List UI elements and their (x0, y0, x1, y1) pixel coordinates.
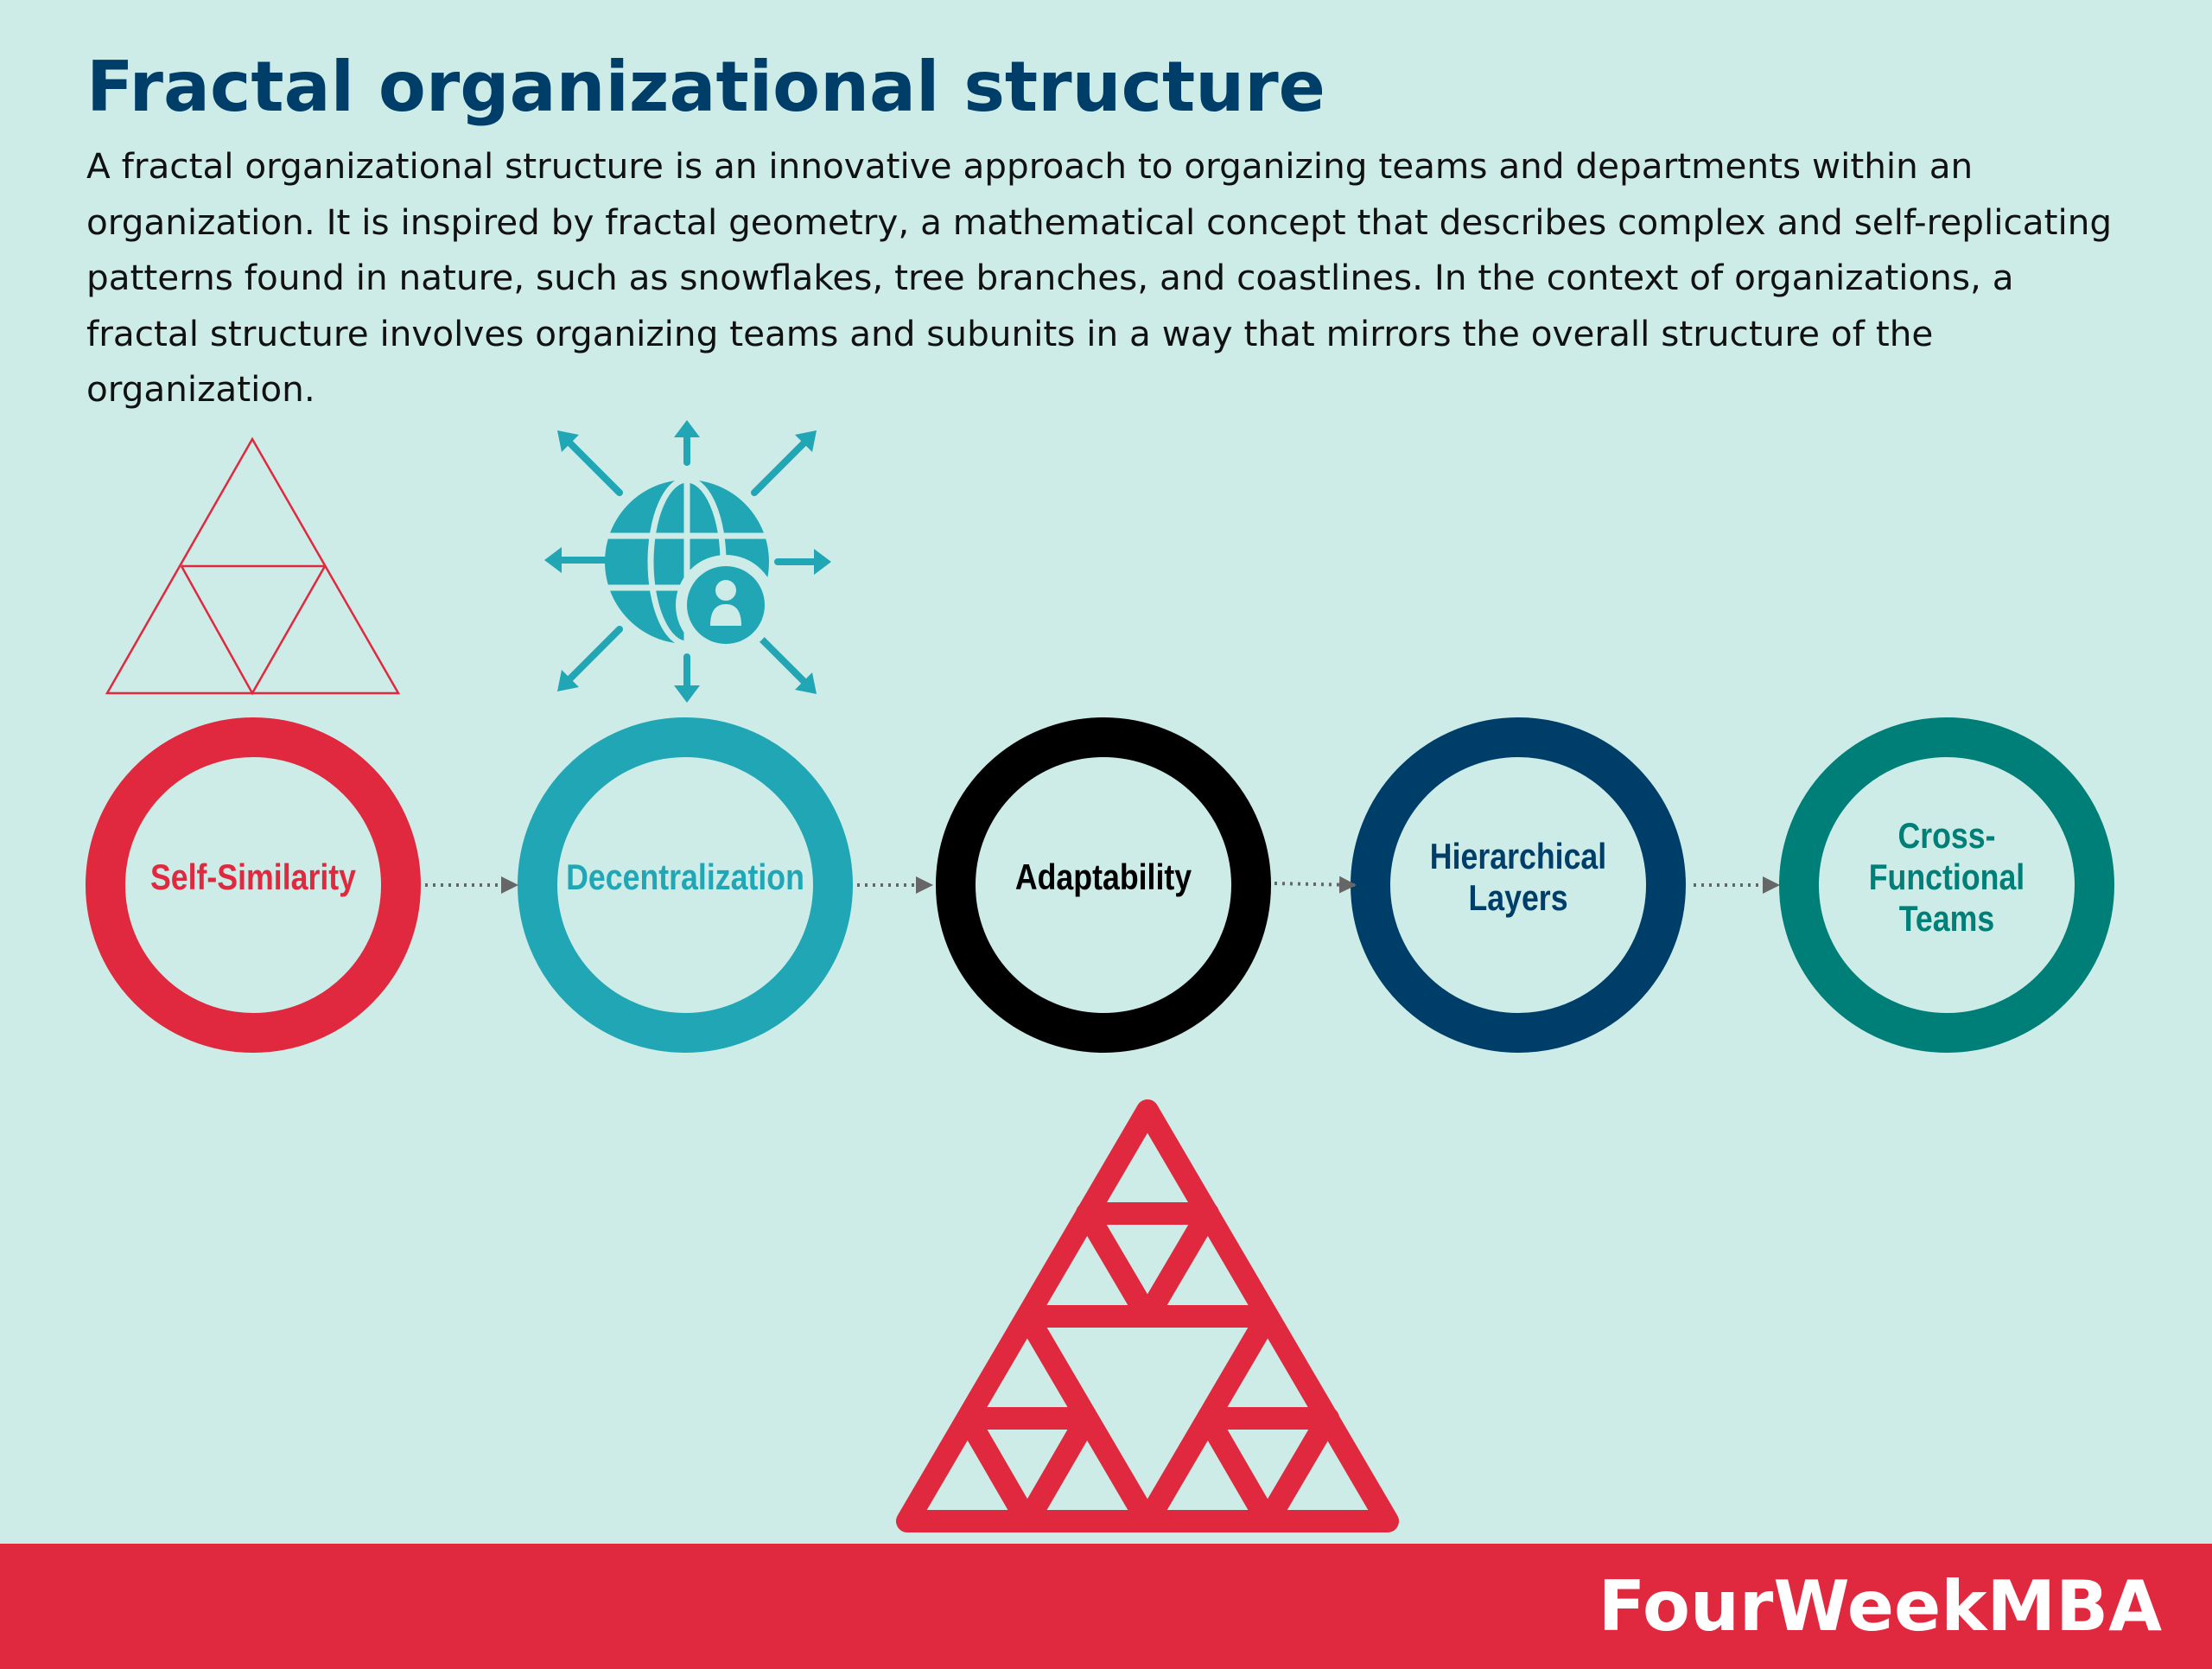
node-label-decentralization: Decentralization (566, 857, 804, 897)
intro-text: A fractal organizational structure is an… (86, 145, 2113, 410)
node-label-adaptability: Adaptability (1014, 857, 1192, 897)
node-label-self-similarity: Self-Similarity (149, 857, 357, 897)
node-ring-decentralization (518, 717, 853, 1053)
brand-logo: FourWeekMBA (1598, 1566, 2162, 1647)
node-ring-adaptability (936, 717, 1271, 1053)
globe-network-icon (544, 420, 831, 703)
triangle-outline-icon (105, 436, 401, 696)
node-ring-hierarchical-layers (1351, 717, 1686, 1053)
arrow-adaptability-to-hierarchical-layers (1274, 876, 1357, 894)
footer-bar: FourWeekMBA (0, 1544, 2212, 1669)
node-label-cross-functional-teams: Cross-Functional Teams (1868, 815, 2025, 939)
sierpinski-triangle-icon (896, 1099, 1399, 1532)
node-ring-self-similarity (86, 717, 421, 1053)
node-ring-cross-functional-teams (1779, 717, 2114, 1053)
page-title: Fractal organizational structure (86, 47, 1325, 127)
node-label-hierarchical-layers: Hierarchical Layers (1429, 836, 1607, 918)
